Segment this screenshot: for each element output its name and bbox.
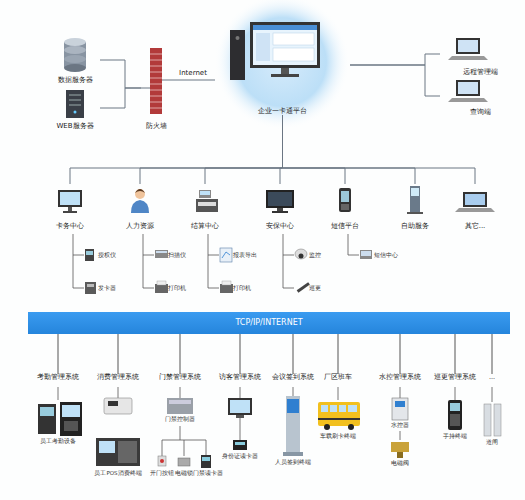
node-label: 访客管理系统 — [219, 374, 261, 381]
node-label: 会议签到系统 — [272, 374, 314, 381]
system-node: 访客管理系统 — [218, 374, 262, 386]
device-label: 员工POS消费终端 — [94, 470, 141, 476]
device-label: 水控器 — [391, 422, 409, 428]
system-node: 巡更管理系统 — [433, 374, 477, 386]
node-label: 数据服务器 — [58, 76, 93, 84]
center-node: 其它... — [447, 184, 503, 230]
connector-line — [58, 334, 59, 374]
device-label: 发卡器 — [98, 285, 116, 291]
connector-line — [338, 334, 339, 374]
device-label: 短信中心 — [374, 252, 398, 258]
node-label: 厂区班车 — [324, 374, 352, 381]
connector-line — [350, 54, 440, 65]
network-band: TCP/IP/INTERNET — [28, 312, 510, 334]
system-node: 会议签到系统 — [271, 374, 315, 386]
connector-line — [240, 334, 241, 374]
device-label: 扫描仪 — [168, 252, 186, 258]
center-node: 人力资源 — [112, 184, 168, 230]
device-label: 开门按钮 — [150, 470, 174, 476]
system-node: 厂区班车 — [318, 374, 358, 386]
node-label: 其它... — [465, 222, 486, 230]
node-label: 安保中心 — [266, 222, 294, 230]
server-node: WEB服务器 — [50, 86, 100, 130]
platform-node: 企业一卡通平台 — [215, 15, 350, 115]
device-label: 身份证读卡器 — [222, 453, 258, 459]
center-node: 卡务中心 — [42, 184, 98, 230]
connector-line — [400, 334, 401, 374]
node-label: 远程管理端 — [463, 68, 498, 76]
connector-line — [100, 60, 141, 88]
device-label: 员工考勤设备 — [40, 438, 76, 444]
connector-line — [350, 65, 440, 96]
connector-line — [180, 334, 181, 374]
device-label: 巡更 — [309, 285, 321, 291]
node-label: 考勤管理系统 — [37, 374, 79, 381]
connector-line — [283, 115, 476, 184]
connector-line — [70, 115, 283, 184]
system-node: 水控管理系统 — [378, 374, 422, 386]
device-label: 授权仪 — [98, 252, 116, 258]
system-node: 门禁管理系统 — [158, 374, 202, 386]
node-label: WEB服务器 — [56, 122, 93, 130]
server-node: 数据服务器 — [50, 36, 100, 84]
node-label: 人力资源 — [126, 222, 154, 230]
device-label: 监控 — [309, 252, 321, 258]
center-node: 短信平台 — [317, 184, 373, 230]
connector-line — [283, 115, 416, 184]
connector-line — [171, 80, 215, 81]
node-label: ... — [489, 374, 495, 381]
device-label: 电磁阀 — [391, 460, 409, 466]
node-label: 短信平台 — [331, 222, 359, 230]
center-node: 结算中心 — [177, 184, 233, 230]
node-label: 防火墙 — [146, 122, 167, 130]
device-label: 道闸 — [486, 439, 498, 445]
terminal-node: 远程管理端 — [440, 32, 520, 76]
node-label: 消费管理系统 — [97, 374, 139, 381]
edge-label: Internet — [179, 70, 207, 78]
device-label: 打印机 — [233, 285, 251, 291]
terminal-node: 查询端 — [440, 76, 520, 116]
connector-line — [140, 115, 283, 184]
connector-line — [205, 115, 283, 184]
system-node: 消费管理系统 — [96, 374, 140, 386]
device-label: 电磁锁 — [175, 470, 193, 476]
center-node: 安保中心 — [252, 184, 308, 230]
node-label: 门禁管理系统 — [159, 374, 201, 381]
device-label: 手持终端 — [443, 433, 467, 439]
node-label: 卡务中心 — [56, 222, 84, 230]
connector-line — [293, 334, 294, 374]
firewall-node: 防火墙 — [141, 46, 171, 130]
connector-line — [492, 334, 493, 374]
device-label: 打印机 — [168, 285, 186, 291]
connector-line — [118, 334, 119, 374]
node-label: 巡更管理系统 — [434, 374, 476, 381]
system-node: 考勤管理系统 — [36, 374, 80, 386]
node-label: 企业一卡通平台 — [258, 107, 307, 115]
device-label: 门禁读卡器 — [193, 470, 223, 476]
connector-line — [100, 88, 141, 108]
device-label: 车载刷卡终端 — [320, 433, 356, 439]
node-label: 自助服务 — [401, 222, 429, 230]
device-label: 人员签到终端 — [275, 459, 311, 465]
connector-line — [283, 115, 346, 184]
connector-line — [455, 334, 456, 374]
device-label: 门禁控制器 — [165, 416, 195, 422]
system-node: ... — [482, 374, 502, 386]
node-label: 水控管理系统 — [379, 374, 421, 381]
device-label: 报表导出 — [233, 252, 257, 258]
node-label: 查询端 — [470, 108, 491, 116]
node-label: TCP/IP/INTERNET — [235, 318, 302, 327]
node-label: 结算中心 — [191, 222, 219, 230]
center-node: 自助服务 — [387, 184, 443, 230]
